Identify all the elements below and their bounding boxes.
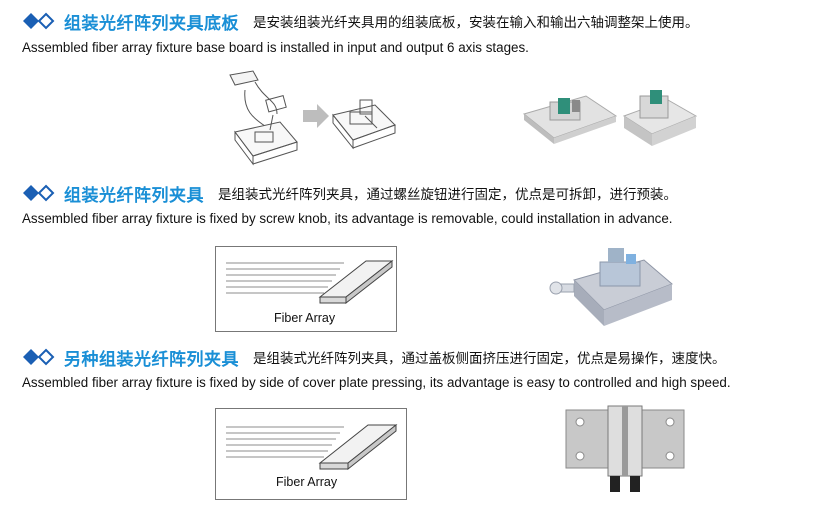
fiber-array-diagram: Fiber Array bbox=[215, 408, 407, 500]
base-board-photo-right bbox=[622, 90, 698, 146]
section-heading: 另种组装光纤阵列夹具 是组装式光纤阵列夹具，通过盖板侧面挤压进行固定，优点是易操… bbox=[22, 345, 726, 370]
section-english-text: Assembled fiber array fixture is fixed b… bbox=[22, 375, 731, 390]
fiber-array-drawing bbox=[226, 259, 394, 305]
base-board-photo-left bbox=[522, 95, 618, 144]
fiber-array-diagram: Fiber Array bbox=[215, 246, 397, 332]
base-board-assembly-drawing bbox=[229, 70, 396, 166]
section-title: 另种组装光纤阵列夹具 bbox=[64, 349, 239, 370]
section-description: 是组装式光纤阵列夹具，通过螺丝旋钮进行固定，优点是可拆卸，进行预装。 bbox=[218, 187, 677, 203]
section-heading: 组装光纤阵列夹具底板 是安装组装光纤夹具用的组装底板，安装在输入和输出六轴调整架… bbox=[22, 9, 699, 34]
screw-knob-fixture-photo bbox=[549, 248, 673, 326]
double-diamond-icon bbox=[23, 348, 55, 366]
section-title: 组装光纤阵列夹具底板 bbox=[64, 13, 239, 34]
section-heading: 组装光纤阵列夹具 是组装式光纤阵列夹具，通过螺丝旋钮进行固定，优点是可拆卸，进行… bbox=[22, 181, 677, 206]
double-diamond-icon bbox=[23, 12, 55, 30]
section-title: 组装光纤阵列夹具 bbox=[64, 185, 204, 206]
section-description: 是组装式光纤阵列夹具，通过盖板侧面挤压进行固定，优点是易操作，速度快。 bbox=[253, 351, 726, 367]
fiber-array-drawing bbox=[226, 423, 398, 471]
fiber-array-label: Fiber Array bbox=[276, 475, 338, 489]
fiber-array-label: Fiber Array bbox=[274, 311, 336, 325]
section-english-text: Assembled fiber array fixture base board… bbox=[22, 40, 529, 55]
section-description: 是安装组装光纤夹具用的组装底板，安装在输入和输出六轴调整架上使用。 bbox=[253, 15, 699, 31]
cover-plate-fixture-photo bbox=[565, 405, 685, 492]
section-english-text: Assembled fiber array fixture is fixed b… bbox=[22, 211, 673, 226]
double-diamond-icon bbox=[23, 184, 55, 202]
